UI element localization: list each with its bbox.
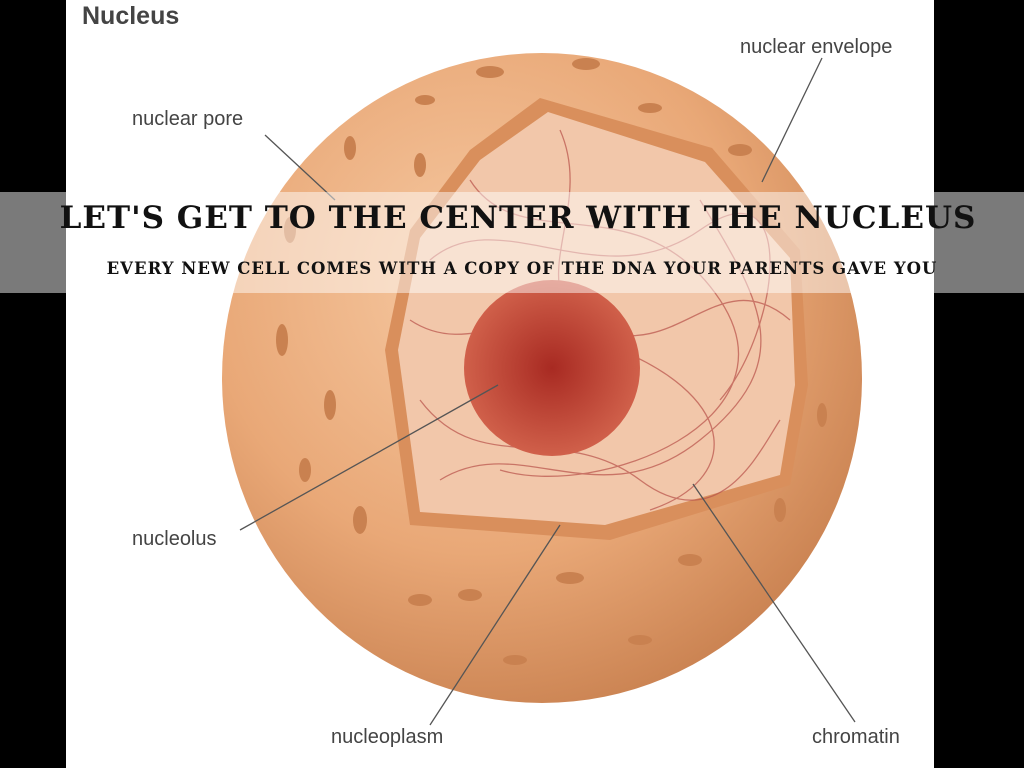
slide-heading: LET'S GET TO THE CENTER WITH THE NUCLEUS bbox=[59, 200, 977, 236]
leader-lines bbox=[239, 57, 856, 726]
label-nuclear-envelope: nuclear envelope bbox=[740, 36, 893, 58]
diagram-title: Nucleus bbox=[82, 2, 180, 30]
label-nucleoplasm: nucleoplasm bbox=[331, 726, 444, 748]
slide-subheading: EVERY NEW CELL COMES WITH A COPY OF THE … bbox=[106, 259, 938, 278]
label-chromatin: chromatin bbox=[812, 726, 900, 748]
caption-band bbox=[0, 192, 1024, 293]
label-nucleolus: nucleolus bbox=[132, 528, 217, 550]
nuclear-pores bbox=[276, 58, 827, 665]
nucleolus bbox=[464, 280, 640, 456]
label-nuclear-pore: nuclear pore bbox=[132, 108, 244, 130]
